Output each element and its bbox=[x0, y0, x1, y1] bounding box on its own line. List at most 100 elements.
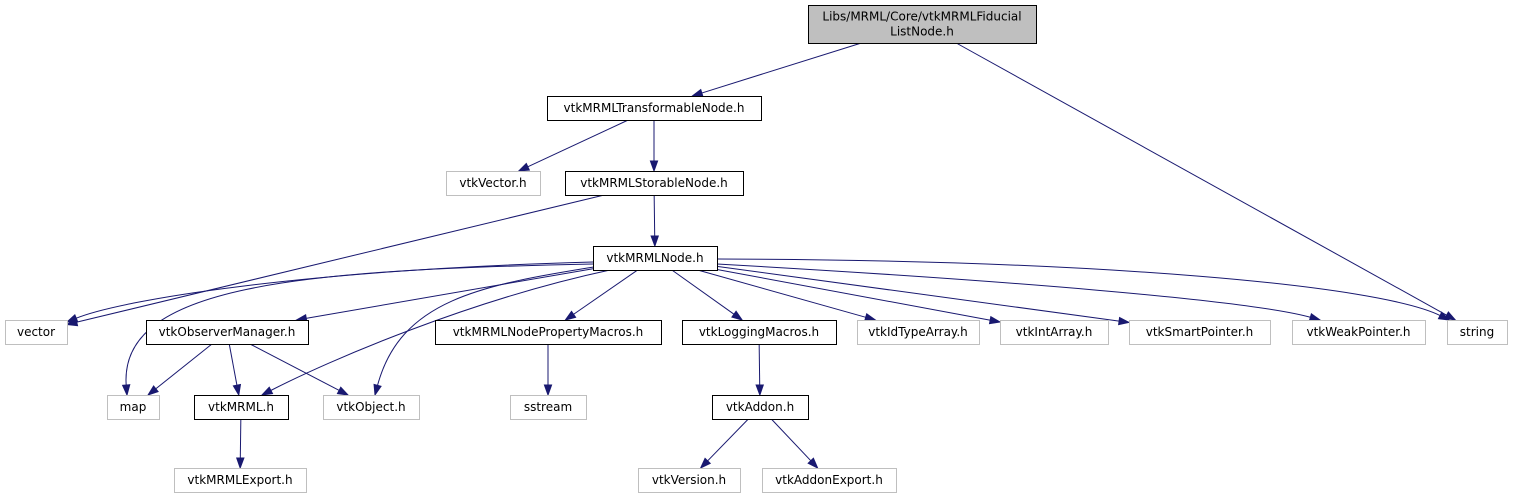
arrowhead-icon bbox=[807, 457, 819, 470]
node-label: vtkWeakPointer.h bbox=[1306, 325, 1410, 339]
node-addon[interactable]: vtkAddon.h bbox=[712, 395, 809, 420]
arrowhead-icon bbox=[988, 315, 1002, 325]
arrowhead-icon bbox=[235, 457, 245, 470]
edge-mrmlnode-to-map bbox=[121, 263, 594, 397]
node-label: vtkSmartPointer.h bbox=[1146, 325, 1253, 339]
edge-line bbox=[700, 42, 862, 94]
node-observer[interactable]: vtkObserverManager.h bbox=[146, 320, 309, 345]
node-smartptr: vtkSmartPointer.h bbox=[1129, 320, 1271, 345]
edge-transformable-to-vtkvector bbox=[517, 119, 629, 172]
node-addonexport: vtkAddonExport.h bbox=[762, 468, 897, 493]
arrowhead-icon bbox=[373, 383, 382, 397]
node-logging[interactable]: vtkLoggingMacros.h bbox=[682, 320, 837, 345]
node-box bbox=[808, 5, 1037, 44]
edge-line bbox=[697, 269, 867, 319]
arrowhead-icon bbox=[517, 162, 531, 172]
node-intarray: vtkIntArray.h bbox=[1000, 320, 1109, 345]
edge-mrmlnode-to-logging bbox=[671, 269, 744, 321]
node-box bbox=[593, 246, 718, 271]
node-label: vector bbox=[17, 325, 55, 339]
node-vtkvector: vtkVector.h bbox=[446, 171, 541, 196]
edge-mrmlnode-to-propmacros bbox=[564, 269, 638, 321]
edge-line bbox=[706, 418, 749, 462]
node-label: vtkMRMLNodePropertyMacros.h bbox=[453, 325, 644, 339]
edge-root-to-transformable bbox=[690, 42, 862, 97]
node-box bbox=[510, 395, 587, 420]
node-layer: Libs/MRML/Core/vtkMRMLFiducialListNode.h… bbox=[5, 5, 1508, 493]
node-mrmlexport: vtkMRMLExport.h bbox=[174, 468, 307, 493]
node-box bbox=[446, 171, 541, 196]
arrowhead-icon bbox=[65, 313, 79, 323]
node-vtkobject: vtkObject.h bbox=[323, 395, 420, 420]
node-propmacros[interactable]: vtkMRMLNodePropertyMacros.h bbox=[435, 320, 662, 345]
node-transformable[interactable]: vtkMRMLTransformableNode.h bbox=[547, 96, 762, 121]
node-map: map bbox=[107, 395, 160, 420]
edge-line bbox=[239, 418, 242, 460]
node-box bbox=[435, 320, 662, 345]
node-label: vtkMRMLTransformableNode.h bbox=[564, 101, 745, 115]
edge-line bbox=[228, 343, 238, 387]
node-vtkmrml[interactable]: vtkMRML.h bbox=[194, 395, 289, 420]
edge-line bbox=[716, 263, 1312, 319]
node-label: vtkObject.h bbox=[336, 400, 405, 414]
node-version: vtkVersion.h bbox=[638, 468, 741, 493]
edge-line bbox=[955, 42, 1448, 317]
edge-mrmlnode-to-intarray bbox=[716, 269, 1002, 325]
edge-logging-to-addon bbox=[755, 343, 765, 397]
edge-line bbox=[376, 265, 601, 387]
edge-transformable-to-storable bbox=[649, 120, 659, 173]
arrowhead-icon bbox=[755, 384, 765, 397]
edge-observer-to-vtkmrml bbox=[228, 343, 242, 397]
arrowhead-icon bbox=[336, 386, 350, 396]
arrowhead-icon bbox=[650, 235, 660, 248]
node-label: map bbox=[120, 400, 147, 414]
node-box bbox=[5, 320, 68, 345]
node-label: vtkVector.h bbox=[459, 176, 526, 190]
edge-line bbox=[770, 418, 812, 462]
arrowhead-icon bbox=[649, 160, 659, 173]
node-box bbox=[174, 468, 307, 493]
edge-storable-to-mrmlnode bbox=[650, 194, 660, 248]
edge-mrmlnode-to-smartptr bbox=[716, 265, 1131, 326]
edge-line bbox=[716, 265, 1121, 322]
edge-layer bbox=[65, 42, 1457, 470]
node-label: sstream bbox=[524, 400, 572, 414]
edge-addon-to-addonexport bbox=[770, 418, 819, 470]
node-label: vtkMRMLExport.h bbox=[187, 473, 292, 487]
node-box bbox=[565, 171, 744, 196]
edge-line bbox=[572, 269, 638, 316]
edge-line bbox=[716, 269, 992, 321]
arrowhead-icon bbox=[699, 457, 712, 470]
arrowhead-icon bbox=[731, 310, 744, 321]
node-box bbox=[638, 468, 741, 493]
edge-mrmlnode-to-string bbox=[716, 258, 1451, 321]
node-storable[interactable]: vtkMRMLStorableNode.h bbox=[565, 171, 744, 196]
node-box bbox=[107, 395, 160, 420]
node-sstream: sstream bbox=[510, 395, 587, 420]
node-box bbox=[682, 320, 837, 345]
arrowhead-icon bbox=[690, 88, 704, 97]
arrowhead-icon bbox=[1308, 312, 1322, 322]
node-weakptr: vtkWeakPointer.h bbox=[1292, 320, 1426, 345]
node-idtype: vtkIdTypeArray.h bbox=[857, 320, 980, 345]
edge-storable-to-vector bbox=[65, 194, 605, 327]
arrowhead-icon bbox=[260, 386, 274, 396]
arrowhead-icon bbox=[543, 384, 553, 397]
edge-line bbox=[526, 119, 629, 168]
edge-mrmlnode-to-vtkmrml bbox=[260, 269, 611, 396]
arrowhead-icon bbox=[1437, 311, 1451, 321]
node-box bbox=[547, 96, 762, 121]
node-box bbox=[323, 395, 420, 420]
node-label: string bbox=[1460, 325, 1494, 339]
edge-vtkmrml-to-mrmlexport bbox=[235, 418, 245, 470]
edge-line bbox=[671, 269, 736, 316]
edge-mrmlnode-to-observer bbox=[294, 268, 594, 323]
node-label: vtkIntArray.h bbox=[1016, 325, 1093, 339]
node-box bbox=[194, 395, 289, 420]
edge-line bbox=[653, 194, 656, 238]
node-mrmlnode[interactable]: vtkMRMLNode.h bbox=[593, 246, 718, 271]
node-box bbox=[762, 468, 897, 493]
edge-line bbox=[75, 261, 594, 320]
